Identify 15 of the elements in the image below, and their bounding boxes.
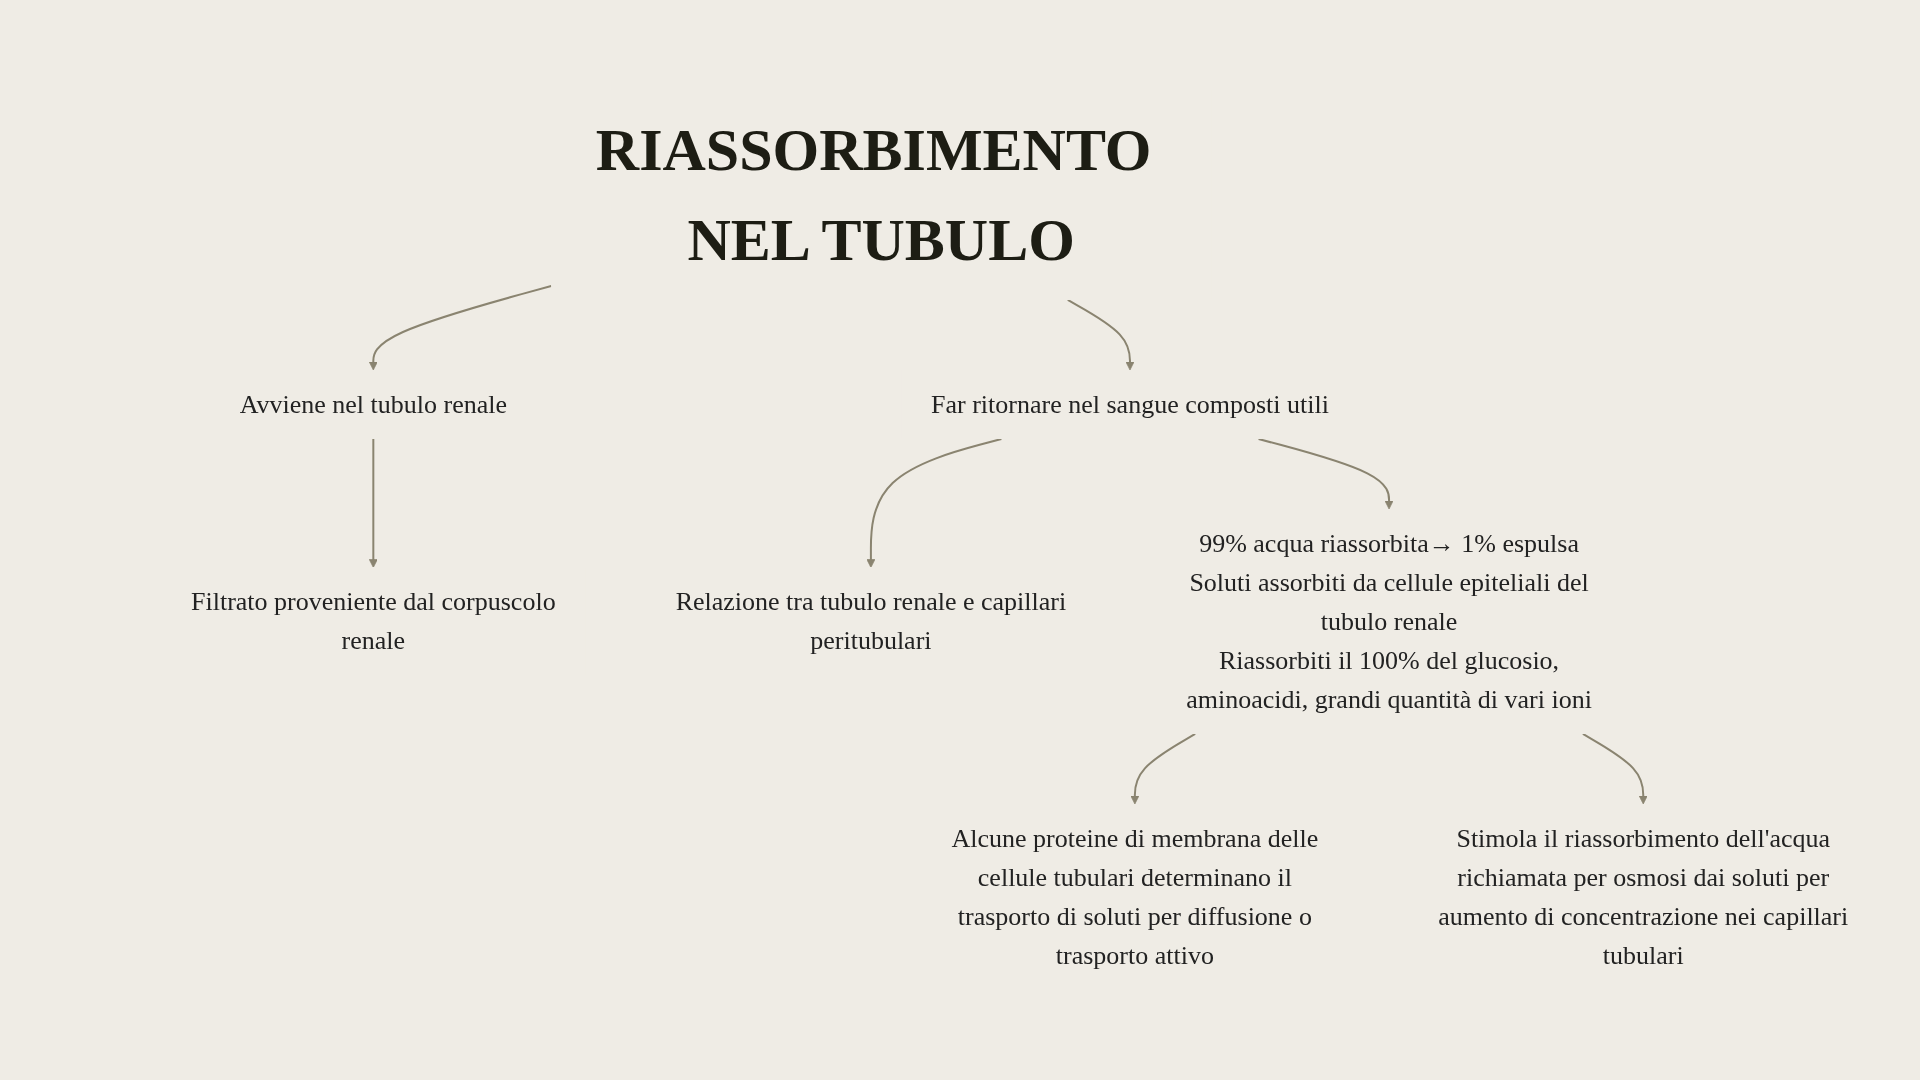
node-text: Far ritornare nel sangue composti utili (931, 389, 1330, 419)
node-text: Relazione tra tubulo renale e capillari peritubulari (675, 587, 1067, 656)
node-text: RIASSORBIMENTO NEL TUBULO (596, 117, 1152, 273)
arrow (1582, 733, 1648, 805)
node-text: 99% acqua riassorbita→ 1% espulsa Soluti assorbiti da cellule epiteliali del tubulo renale Riassorbiti il 100% del glucosio, aminoacidi, grandi quantità di vari ioni (1186, 528, 1593, 714)
arrow (369, 438, 379, 568)
arrow (1067, 299, 1135, 371)
arrow (369, 284, 553, 371)
node-text: Alcune proteine di membrana delle cellule tubulari determinano il trasporto di soluti per diffusione o trasporto attivo (951, 823, 1319, 970)
node-text: Stimola il riassorbimento dell'acqua richiamata per osmosi dai soluti per aumento di concentrazione nei capillari tubulari (1438, 823, 1849, 970)
arrow (866, 438, 1003, 568)
node-text: Filtrato proveniente dal corpuscolo renale (191, 587, 556, 656)
node-text: Avviene nel tubulo renale (240, 389, 508, 419)
arrow (1257, 438, 1394, 510)
arrow (1130, 733, 1197, 805)
